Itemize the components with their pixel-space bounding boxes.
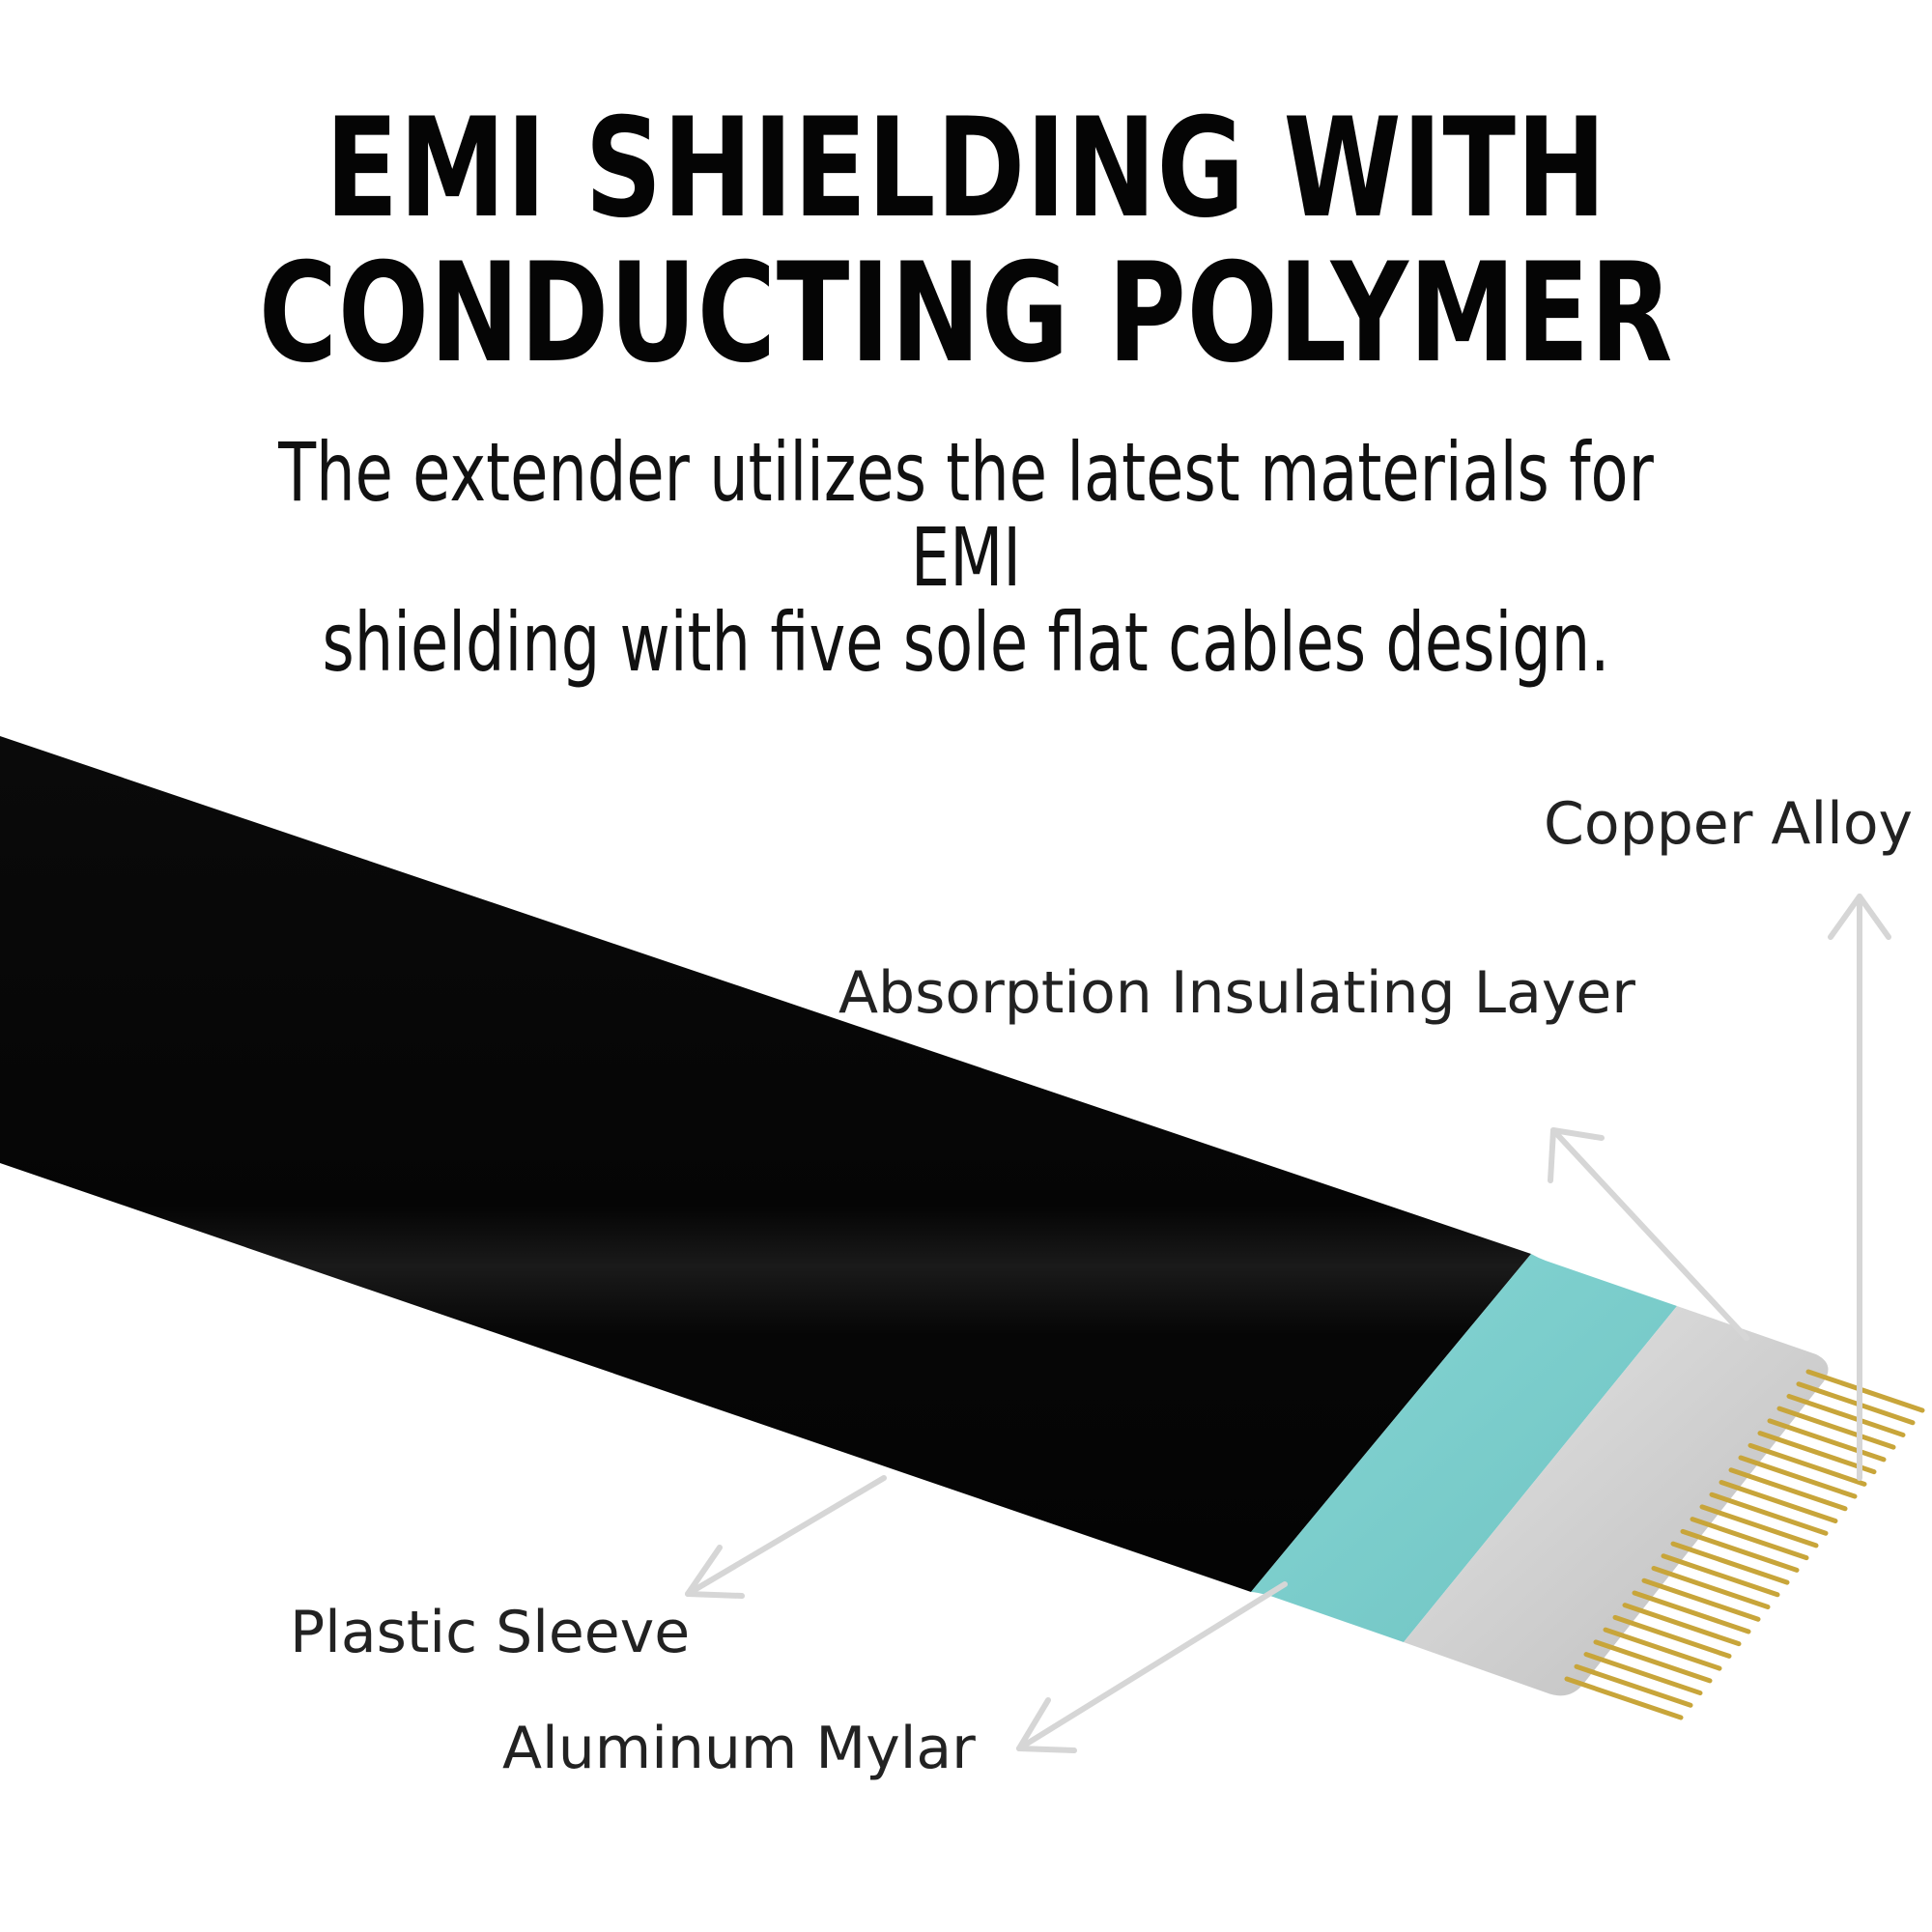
arrows: [685, 894, 1891, 1753]
copper-pin: [1805, 1369, 1925, 1413]
copper-pin: [1564, 1676, 1684, 1720]
copper-pin: [1747, 1442, 1867, 1487]
copper-pin: [1574, 1663, 1693, 1708]
plastic-sleeve-arrow-head: [685, 1545, 745, 1599]
page-title: EMI SHIELDING WITH CONDUCTING POLYMER: [213, 97, 1719, 386]
aluminum-mylar-band: [1404, 1306, 1829, 1696]
copper-pin: [1757, 1431, 1877, 1475]
copper-pin: [1709, 1492, 1829, 1536]
subtitle-line-1: The extender utilizes the latest materia…: [278, 425, 1654, 605]
title-line-1: EMI SHIELDING WITH: [325, 89, 1607, 248]
copper-alloy-arrow-head: [1828, 894, 1891, 940]
plastic-sleeve-arrow-line: [685, 1475, 887, 1597]
copper-pin: [1651, 1566, 1771, 1610]
copper-pin: [1719, 1479, 1838, 1523]
copper-pin: [1603, 1627, 1722, 1671]
copper-pin: [1796, 1381, 1916, 1426]
page-subtitle: The extender utilizes the latest materia…: [232, 430, 1700, 685]
copper-pin: [1641, 1577, 1761, 1622]
copper-pin: [1786, 1393, 1906, 1437]
plastic-sleeve-body: [0, 736, 1531, 1592]
copper-pin: [1612, 1614, 1732, 1659]
copper-pin: [1680, 1528, 1800, 1573]
title-line-2: CONDUCTING POLYMER: [258, 234, 1674, 393]
absorption-arrow-head: [1548, 1127, 1605, 1183]
copper-pin: [1699, 1504, 1819, 1548]
label-copper-alloy: Copper Alloy: [1544, 790, 1914, 858]
aluminum-arrow-line: [1016, 1581, 1288, 1751]
copper-pin: [1622, 1603, 1742, 1647]
copper-pin: [1690, 1517, 1809, 1561]
copper-pin: [1593, 1639, 1713, 1684]
copper-pin: [1776, 1406, 1896, 1450]
copper-pin: [1632, 1590, 1751, 1634]
label-plastic-sleeve: Plastic Sleeve: [290, 1599, 691, 1666]
copper-pin: [1767, 1418, 1887, 1463]
copper-pin: [1670, 1541, 1790, 1585]
copper-pins: [1564, 1369, 1925, 1720]
label-absorption-insulating-layer: Absorption Insulating Layer: [838, 959, 1635, 1027]
subtitle-line-2: shielding with five sole flat cables des…: [322, 595, 1610, 690]
absorption-layer-band: [1251, 1254, 1677, 1642]
aluminum-arrow-head: [1016, 1697, 1077, 1753]
copper-pin: [1583, 1652, 1703, 1696]
copper-pin: [1738, 1455, 1858, 1499]
absorption-arrow-line: [1550, 1127, 1749, 1341]
label-aluminum-mylar: Aluminum Mylar: [502, 1715, 976, 1782]
copper-pin: [1728, 1467, 1848, 1512]
copper-pin: [1661, 1553, 1780, 1598]
